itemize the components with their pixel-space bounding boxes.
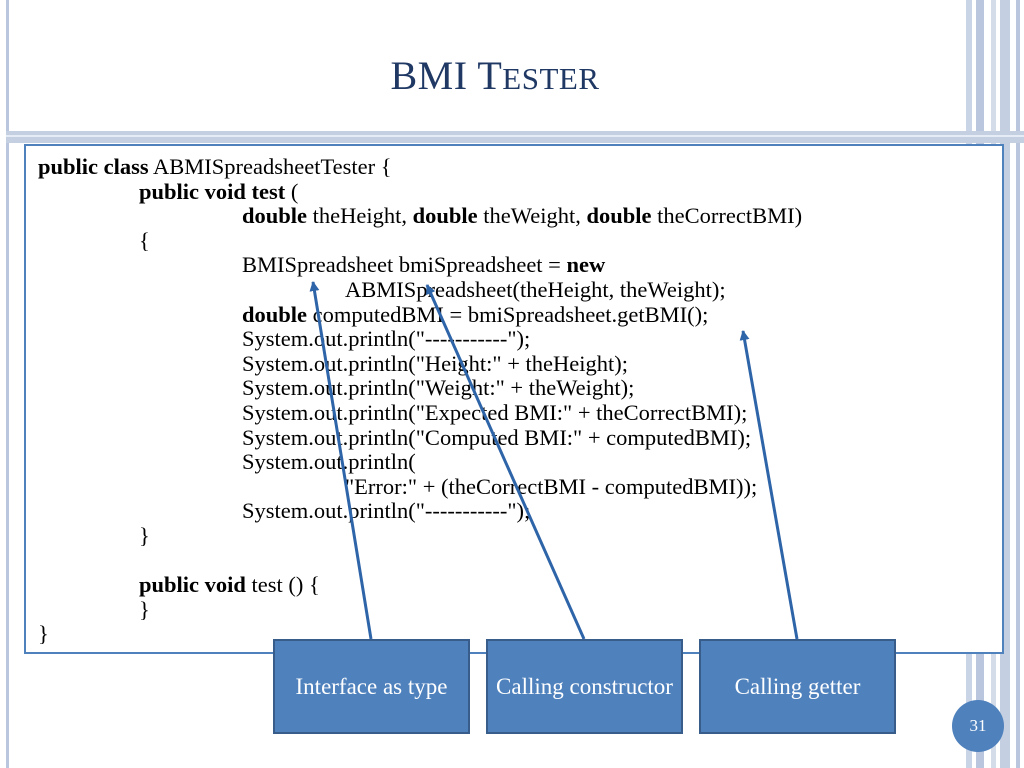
callout-calling-getter: Calling getter	[699, 639, 896, 734]
code-listing: public class ABMISpreadsheetTester {publ…	[38, 154, 803, 647]
callout-interface-label: Interface as type	[295, 673, 448, 699]
code-keyword: double	[586, 203, 652, 229]
code-line: }	[38, 621, 802, 647]
callout-getter-label: Calling getter	[734, 673, 861, 699]
code-text: computedBMI = bmiSpreadsheet.getBMI();	[307, 301, 709, 327]
code-text: }	[38, 621, 49, 647]
slide-title: BMI TESTER	[0, 52, 990, 99]
code-block: public class ABMISpreadsheetTester {publ…	[24, 144, 1004, 654]
code-text: System.out.println("Expected BMI:" + the…	[242, 399, 748, 425]
code-text: System.out.println("Weight:" + theWeight…	[242, 375, 635, 401]
code-text: ABMISpreadsheetTester {	[148, 154, 392, 179]
code-keyword: double	[242, 203, 308, 229]
code-line: }	[38, 522, 802, 549]
code-line: double theHeight, double theWeight, doub…	[38, 203, 803, 229]
code-line: System.out.println("Expected BMI:" + the…	[38, 399, 802, 426]
left-frame-line	[6, 0, 9, 768]
slide-title-lead: BMI T	[390, 53, 503, 98]
code-line: public void test (	[38, 178, 802, 205]
code-keyword: new	[566, 252, 606, 278]
code-text: System.out.println("-----------");	[242, 326, 531, 352]
code-keyword: double	[412, 203, 478, 229]
code-text: theHeight,	[307, 203, 413, 229]
code-text: System.out.println("Height:" + theHeight…	[242, 350, 629, 376]
code-text: }	[139, 596, 150, 622]
code-line: System.out.println("Height:" + theHeight…	[38, 350, 802, 377]
code-line: System.out.println("Computed BMI:" + com…	[38, 424, 802, 451]
code-text: ABMISpreadsheet(theHeight, theWeight);	[345, 276, 726, 302]
code-keyword: public class	[38, 154, 149, 179]
callout-interface-as-type: Interface as type	[273, 639, 470, 734]
code-text: (	[285, 178, 299, 204]
code-keyword: double	[242, 301, 308, 327]
code-line: System.out.println("-----------");	[38, 326, 802, 352]
callout-constructor-label: Calling constructor	[496, 673, 673, 699]
code-line: "Error:" + (theCorrectBMI - computedBMI)…	[38, 473, 802, 500]
code-line: public void test () {	[38, 572, 802, 598]
code-line: }	[38, 596, 802, 623]
callout-calling-constructor: Calling constructor	[486, 639, 683, 734]
code-text: {	[139, 227, 150, 253]
code-line: {	[38, 227, 802, 254]
code-text: System.out.println("Computed BMI:" + com…	[242, 424, 752, 450]
code-line: BMISpreadsheet bmiSpreadsheet = new	[38, 253, 802, 278]
code-line: double computedBMI = bmiSpreadsheet.getB…	[38, 301, 802, 328]
code-text: theCorrectBMI)	[651, 203, 803, 229]
code-text: }	[139, 522, 150, 548]
code-keyword: public void	[139, 572, 246, 598]
code-line	[38, 549, 802, 574]
code-text: test () {	[245, 572, 320, 598]
code-keyword: public void test	[139, 178, 286, 204]
code-line: ABMISpreadsheet(theHeight, theWeight);	[38, 276, 802, 303]
code-line: System.out.println("Weight:" + theWeight…	[38, 376, 802, 401]
code-text: "Error:" + (theCorrectBMI - computedBMI)…	[345, 473, 758, 499]
code-line: public class ABMISpreadsheetTester {	[38, 154, 802, 180]
code-line: System.out.println(	[38, 449, 802, 475]
code-text: BMISpreadsheet bmiSpreadsheet =	[242, 252, 567, 278]
page-number: 31	[969, 716, 987, 735]
code-text: System.out.println(	[242, 449, 416, 475]
slide-title-rest: ESTER	[502, 61, 600, 96]
code-text: theWeight,	[477, 203, 587, 229]
title-divider	[6, 131, 1024, 143]
code-line: System.out.println("-----------");	[38, 499, 802, 524]
code-text: System.out.println("-----------");	[242, 498, 531, 524]
page-number-badge: 31	[952, 700, 1004, 752]
